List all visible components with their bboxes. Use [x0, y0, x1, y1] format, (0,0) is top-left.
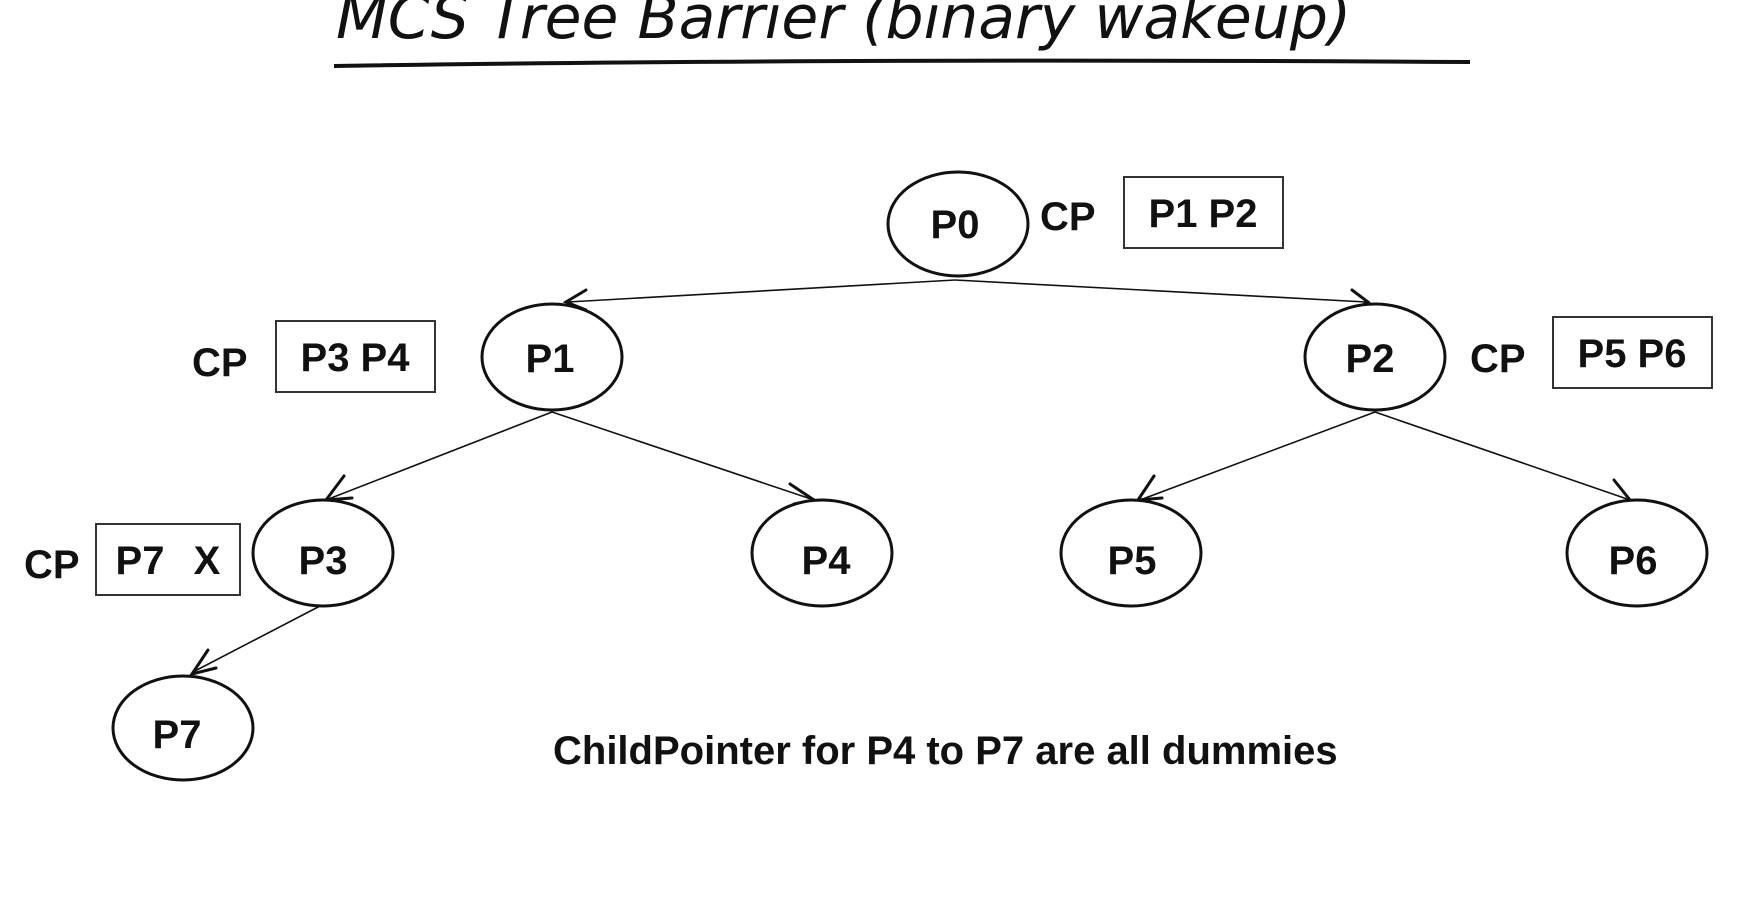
cp-value-p0: P1 P2 [1149, 192, 1258, 236]
node-label-p1: P1 [526, 337, 575, 381]
arrowhead-p7 [188, 648, 218, 677]
edge-p0-p2 [954, 279, 1367, 303]
tree-nodes [111, 170, 1709, 782]
cp-boxes [95, 176, 1713, 596]
cp-label-p1: CP [192, 341, 248, 385]
title-underline [333, 58, 1471, 68]
edge-p2-p5 [1139, 411, 1376, 501]
cp-labels: CP CP CP CP [24, 195, 1526, 587]
diagram-title: MCS Tree Barrier (binary wakeup) [336, 0, 1351, 53]
node-label-p6: P6 [1609, 539, 1658, 583]
cp-box-p0 [1123, 176, 1284, 249]
cp-label-p3: CP [24, 543, 80, 587]
dummy-pointer-note: ChildPointer for P4 to P7 are all dummie… [553, 729, 1338, 773]
node-p6 [1565, 498, 1709, 608]
cp-label-p2: CP [1470, 337, 1526, 381]
node-p3 [251, 498, 395, 608]
node-label-p4: P4 [802, 539, 852, 583]
edge-p2-p6 [1374, 411, 1631, 501]
cp-value-p3-second: X [194, 539, 221, 583]
cp-box-p1 [275, 320, 436, 393]
edge-p3-p7 [192, 605, 321, 673]
node-p1 [480, 302, 624, 412]
node-p0 [886, 170, 1030, 278]
cp-box-p2 [1552, 316, 1713, 389]
cp-value-p2: P5 P6 [1578, 332, 1687, 376]
cp-box-values: P1 P2 P3 P4 P5 P6 P7 X [116, 192, 1687, 583]
node-label-p7: P7 [153, 713, 202, 757]
edge-p1-p3 [325, 411, 553, 501]
tree-edges [192, 279, 1631, 673]
edge-p0-p1 [567, 279, 956, 303]
edge-p1-p4 [551, 411, 815, 501]
cp-box-p3 [95, 523, 241, 596]
node-label-p3: P3 [299, 539, 348, 583]
node-p7 [111, 674, 255, 782]
cp-value-p3-first: P7 [116, 539, 165, 583]
node-p5 [1059, 498, 1203, 608]
cp-value-p1: P3 P4 [301, 336, 411, 380]
node-label-p5: P5 [1108, 539, 1157, 583]
node-label-p2: P2 [1346, 337, 1395, 381]
node-p4 [750, 498, 894, 608]
cp-label-p0: CP [1040, 195, 1096, 239]
node-labels: P0 P1 P2 P3 P4 P5 P6 P7 [153, 203, 1658, 757]
node-p2 [1303, 302, 1447, 412]
node-label-p0: P0 [931, 203, 980, 247]
